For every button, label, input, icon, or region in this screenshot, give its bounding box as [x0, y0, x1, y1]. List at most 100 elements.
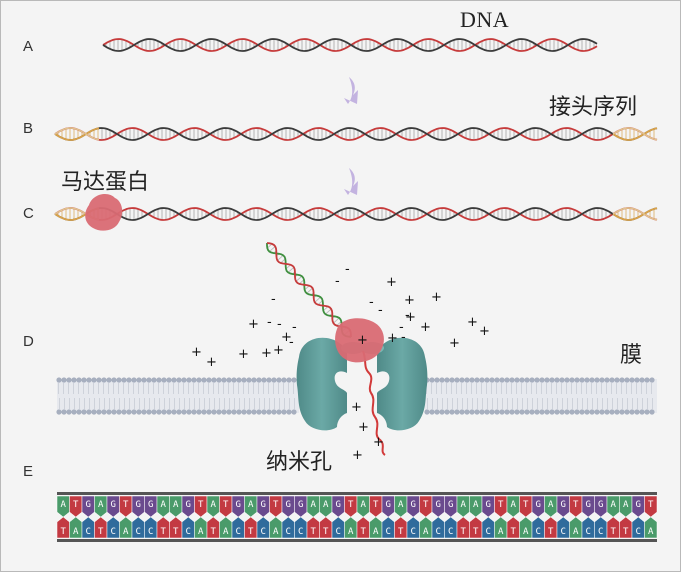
- base-top: [94, 495, 108, 518]
- base-top: [506, 495, 520, 518]
- base-letter-top: A: [323, 500, 329, 510]
- base-top: [619, 495, 633, 518]
- process-arrow-2: [344, 168, 358, 195]
- base-letter-top: A: [173, 500, 179, 510]
- process-arrow-1: [344, 77, 358, 104]
- base-letter-top: T: [498, 500, 504, 510]
- base-letter-top: A: [511, 500, 517, 510]
- base-letter-top: G: [336, 500, 341, 510]
- base-letter-top: A: [211, 500, 217, 510]
- positive-charge: +: [404, 293, 415, 308]
- dna-helix-c-with-adapters: [54, 207, 658, 221]
- base-letter-top: G: [136, 500, 141, 510]
- motor-protein-d: [335, 318, 384, 363]
- label-nanopore: 纳米孔: [266, 449, 333, 474]
- base-top: [56, 495, 70, 518]
- base-letter-top: A: [461, 500, 467, 510]
- positive-charge: +: [357, 333, 368, 348]
- base-top: [531, 495, 545, 518]
- base-letter-top: A: [161, 500, 167, 510]
- base-letter-top: G: [598, 500, 603, 510]
- base-top: [294, 495, 308, 518]
- base-letter-top: G: [148, 500, 153, 510]
- label-membrane: 膜: [620, 342, 643, 367]
- base-letter-top: A: [398, 500, 404, 510]
- row-label-d: D: [23, 333, 34, 350]
- base-letter-bottom: A: [498, 527, 504, 537]
- base-letter-bottom: C: [261, 527, 266, 537]
- base-letter-bottom: C: [236, 527, 241, 537]
- base-letter-bottom: T: [623, 527, 629, 537]
- base-letter-top: T: [573, 500, 579, 510]
- base-letter-bottom: T: [311, 527, 317, 537]
- base-letter-bottom: T: [323, 527, 329, 537]
- positive-charge: +: [206, 355, 217, 370]
- positive-charge: +: [467, 315, 478, 330]
- dna-helix-b-with-adapters: [54, 127, 658, 141]
- base-top: [81, 495, 95, 518]
- row-label-b: B: [23, 120, 34, 137]
- base-letter-bottom: T: [248, 527, 254, 537]
- base-letter-top: T: [223, 500, 229, 510]
- base-letter-bottom: T: [611, 527, 617, 537]
- base-top: [156, 495, 170, 518]
- negative-charge: -: [369, 295, 374, 310]
- base-letter-top: A: [473, 500, 479, 510]
- base-letter-bottom: A: [423, 527, 429, 537]
- base-letter-top: A: [311, 500, 317, 510]
- negative-charge: -: [277, 317, 282, 332]
- base-letter-bottom: C: [536, 527, 541, 537]
- ion-charges: +++++++++++++++++++++------------: [191, 262, 490, 463]
- base-letter-bottom: T: [173, 527, 179, 537]
- base-top: [131, 495, 145, 518]
- base-top: [631, 495, 645, 518]
- base-letter-top: G: [386, 500, 391, 510]
- base-letter-bottom: C: [111, 527, 116, 537]
- base-top: [194, 495, 208, 518]
- base-top: [606, 495, 620, 518]
- base-letter-bottom: C: [86, 527, 91, 537]
- base-top: [356, 495, 370, 518]
- base-top: [331, 495, 345, 518]
- positive-charge: +: [479, 324, 490, 339]
- base-letter-top: T: [523, 500, 529, 510]
- base-letter-top: G: [448, 500, 453, 510]
- base-top: [219, 495, 233, 518]
- base-top: [431, 495, 445, 518]
- base-letter-top: A: [61, 500, 67, 510]
- base-letter-top: T: [423, 500, 429, 510]
- base-top: [556, 495, 570, 518]
- base-letter-bottom: A: [523, 527, 529, 537]
- base-top: [469, 495, 483, 518]
- positive-charge: +: [449, 336, 460, 351]
- base-top: [494, 495, 508, 518]
- base-top: [569, 495, 583, 518]
- base-letter-bottom: A: [648, 527, 654, 537]
- base-letter-bottom: C: [598, 527, 603, 537]
- base-letter-bottom: C: [136, 527, 141, 537]
- base-letter-bottom: C: [411, 527, 416, 537]
- nanopore-protein: [296, 337, 428, 431]
- base-letter-bottom: T: [548, 527, 554, 537]
- base-letter-top: G: [261, 500, 266, 510]
- base-top: [594, 495, 608, 518]
- label-adapter-sequence: 接头序列: [549, 94, 638, 119]
- base-letter-top: T: [198, 500, 204, 510]
- base-letter-top: G: [411, 500, 416, 510]
- base-letter-top: G: [636, 500, 641, 510]
- base-letter-bottom: C: [636, 527, 641, 537]
- base-top: [369, 495, 383, 518]
- base-top: [106, 495, 120, 518]
- base-letter-bottom: C: [386, 527, 391, 537]
- negative-charge: -: [401, 330, 406, 345]
- dna-helix-a: [102, 38, 598, 52]
- positive-charge: +: [238, 347, 249, 362]
- negative-charge: -: [405, 308, 410, 323]
- base-letter-bottom: C: [448, 527, 453, 537]
- negative-charge: -: [399, 320, 404, 335]
- base-letter-bottom: T: [211, 527, 217, 537]
- positive-charge: +: [191, 345, 202, 360]
- positive-charge: +: [352, 448, 363, 463]
- base-letter-top: T: [373, 500, 379, 510]
